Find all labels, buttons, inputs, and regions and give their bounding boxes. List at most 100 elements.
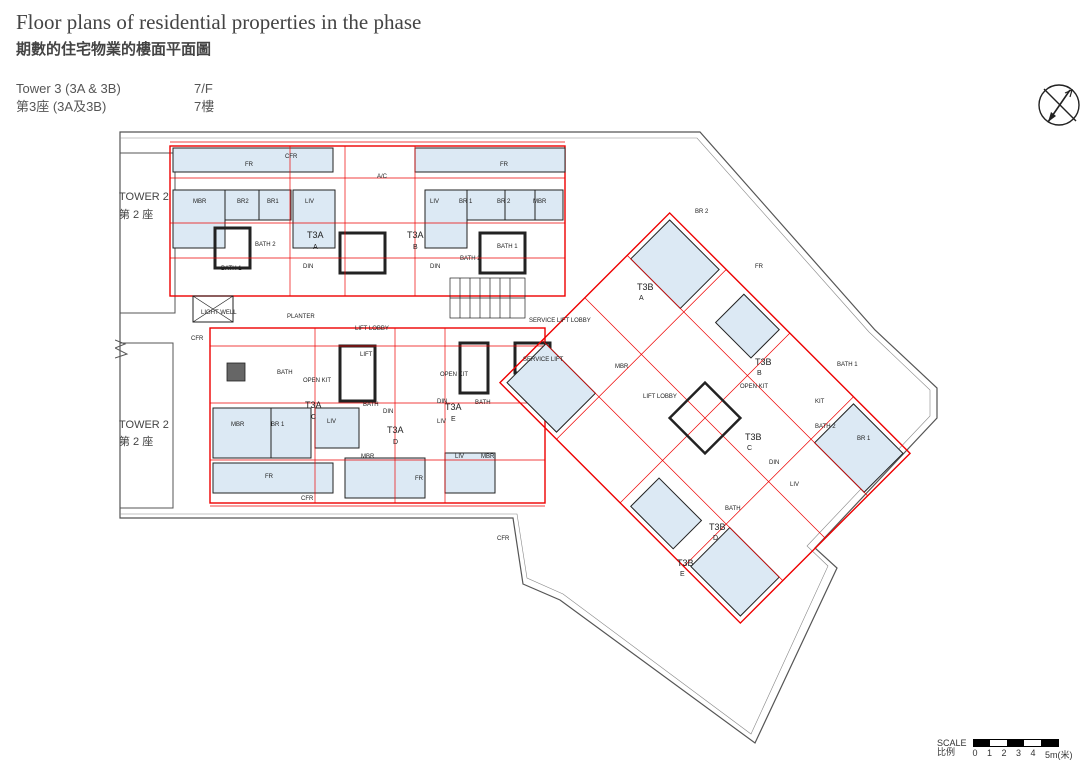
wing-3b — [498, 211, 912, 625]
north-arrow-icon — [1038, 84, 1080, 126]
room-label: FR — [500, 162, 509, 168]
scale-tick: 4 — [1030, 748, 1036, 758]
unit-flat-label: B — [413, 244, 418, 251]
planter-label: PLANTER — [287, 314, 315, 320]
room-label: MBR — [361, 454, 375, 460]
unit-flat-label: B — [757, 370, 762, 377]
room-label: LIV — [327, 419, 336, 425]
room-label: BATH 2 — [815, 424, 836, 430]
unit-tower-label: T3B — [709, 522, 726, 532]
room-label: LIV — [437, 419, 446, 425]
page-title-en: Floor plans of residential properties in… — [16, 10, 422, 34]
room-label: OPEN KIT — [740, 384, 768, 390]
tower-label-en: Tower 3 (3A & 3B) — [16, 81, 121, 96]
room-label: MBR — [533, 199, 547, 205]
scale-segments — [972, 739, 1059, 747]
unit-flat-label: C — [311, 414, 316, 421]
room-label: BATH — [725, 506, 741, 512]
tower-label-zh: 第3座 (3A及3B) — [16, 99, 107, 114]
room-label: DIN — [303, 264, 313, 270]
unit-tower-label: T3B — [745, 432, 762, 442]
room-label: BATH 1 — [497, 244, 518, 250]
unit-tower-label: T3B — [755, 357, 772, 367]
scale-bar: SCALE 比例 0 1 2 3 4 5m(米) — [937, 738, 1073, 761]
tower2-edge-top — [120, 152, 176, 314]
cfr-label-right: CFR — [497, 536, 510, 542]
unit-tower-label: T3A — [445, 402, 462, 412]
room-label: MBR — [193, 199, 207, 205]
floor-label-en: 7/F — [194, 81, 213, 96]
floor-plan: TOWER 2 第 2 座 TOWER 2 第 2 座 LIFT LOBBY S… — [115, 131, 938, 744]
light-well — [192, 295, 234, 323]
room-label: LIV — [430, 199, 439, 205]
unit-tower-label: T3A — [307, 230, 324, 240]
room-label: BATH — [363, 402, 379, 408]
floor-info: Tower 3 (3A & 3B) 7/F 第3座 (3A及3B) 7樓 — [16, 80, 214, 116]
scale-tick: 0 — [972, 748, 978, 758]
room-label: MBR — [231, 422, 245, 428]
room-label: DIN — [383, 409, 393, 415]
dimension-lines — [170, 141, 565, 507]
stair — [449, 277, 526, 319]
room-label: FR — [415, 476, 424, 482]
unit-flat-label: E — [680, 571, 685, 578]
room-label: BR1 — [267, 199, 279, 205]
room-label: DIN — [437, 399, 447, 405]
room-label: OPEN KIT — [303, 378, 331, 384]
cfr-label-left: CFR — [191, 336, 204, 342]
room-label: BATH 1 — [221, 266, 242, 272]
room-label: BR2 — [237, 199, 249, 205]
room-label: MBR — [615, 364, 629, 370]
room-label: LIV — [455, 454, 464, 460]
tower2-bottom-zh: 第 2 座 — [119, 434, 153, 448]
room-label: OPEN KIT — [440, 372, 468, 378]
break-line — [115, 339, 129, 359]
unit-flat-label: A — [639, 295, 644, 302]
room-label: FR — [265, 474, 274, 480]
floor-label-zh: 7樓 — [194, 99, 215, 114]
unit-flat-label: E — [451, 416, 456, 423]
lift-lobby-label: LIFT LOBBY — [355, 326, 389, 332]
room-label: BATH 2 — [460, 256, 481, 262]
room-label: BATH — [277, 370, 293, 376]
tower2-edge-bottom — [120, 342, 174, 509]
unit-flat-label: C — [747, 445, 752, 452]
lift-lobby-right-label: LIFT LOBBY — [643, 394, 677, 400]
scale-tick: 3 — [1016, 748, 1022, 758]
site-boundary-inner — [120, 137, 931, 735]
wing-3a-top — [169, 145, 566, 297]
room-label: LIV — [305, 199, 314, 205]
room-label: LIV — [790, 482, 799, 488]
unit-tower-label: T3B — [677, 558, 694, 568]
room-label: BATH — [475, 400, 491, 406]
room-label: MBR — [481, 454, 495, 460]
cfr-label-top: CFR — [285, 154, 298, 160]
unit-tower-label: T3A — [305, 400, 322, 410]
scale-tick: 2 — [1001, 748, 1007, 758]
room-label: BATH 1 — [837, 362, 858, 368]
tower2-bottom-en: TOWER 2 — [119, 419, 169, 431]
scale-label-zh: 比例 — [937, 747, 956, 757]
lift-label: LIFT — [360, 352, 373, 358]
room-label: BR 2 — [497, 199, 511, 205]
room-label: DIN — [430, 264, 440, 270]
unit-flat-label: D — [393, 439, 398, 446]
scale-label-en: SCALE — [937, 738, 967, 748]
unit-flat-label: D — [713, 535, 718, 542]
room-label: FR — [245, 162, 254, 168]
light-well-label: LIGHT WELL — [201, 310, 237, 316]
unit-tower-label: T3A — [387, 425, 404, 435]
page-title-zh: 期數的住宅物業的樓面平面圖 — [16, 40, 212, 58]
unit-flat-label: A — [313, 244, 318, 251]
room-label: BR 1 — [271, 422, 285, 428]
room-label: BR 2 — [695, 209, 709, 215]
room-label: FR — [755, 264, 764, 270]
unit-tower-label: T3A — [407, 230, 424, 240]
ac-label: A/C — [377, 174, 388, 180]
room-label: KIT — [815, 399, 825, 405]
scale-tick: 5m(米) — [1045, 750, 1073, 760]
cfr-label-bottom: CFR — [301, 496, 314, 502]
service-lift-lobby-label: SERVICE LIFT LOBBY — [529, 318, 591, 324]
cores — [213, 226, 552, 403]
room-label: DIN — [769, 460, 779, 466]
